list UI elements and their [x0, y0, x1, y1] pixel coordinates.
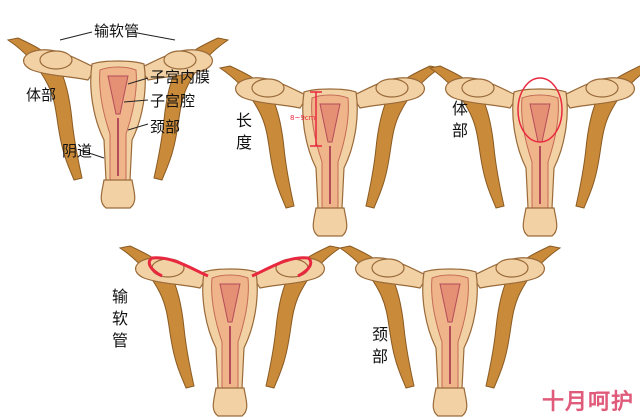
label-fallopian-tube: 输软管 — [94, 22, 139, 40]
leader-lines-1 — [59, 31, 176, 159]
label-vagina: 阴道 — [62, 142, 92, 160]
label-tube-b: 软 — [112, 309, 128, 328]
label-body: 体部 — [26, 86, 56, 104]
label-length-measure: 8~9cm — [290, 114, 316, 122]
label-neck-b: 部 — [372, 347, 388, 366]
tube-highlight-right — [251, 256, 313, 278]
label-endometrium: 子宫内膜 — [150, 68, 210, 86]
label-tube-a: 输 — [112, 287, 128, 306]
tube-highlight-left — [147, 256, 209, 278]
label-body-2b: 部 — [452, 121, 468, 140]
uterus-diagram-2 — [219, 65, 441, 237]
uterus-diagram-3 — [429, 65, 640, 237]
label-uterine-cavity: 子宫腔 — [150, 92, 195, 110]
label-length-1: 长 — [236, 111, 252, 130]
watermark: 十月呵护 — [541, 390, 634, 415]
label-tube-c: 管 — [112, 331, 128, 350]
uterus-diagram-1 — [7, 37, 229, 209]
label-body-2a: 体 — [452, 99, 468, 118]
label-length-2: 度 — [236, 133, 252, 152]
label-neck: 颈部 — [150, 118, 180, 136]
body-highlight — [517, 77, 563, 143]
label-neck-a: 颈 — [372, 325, 388, 344]
